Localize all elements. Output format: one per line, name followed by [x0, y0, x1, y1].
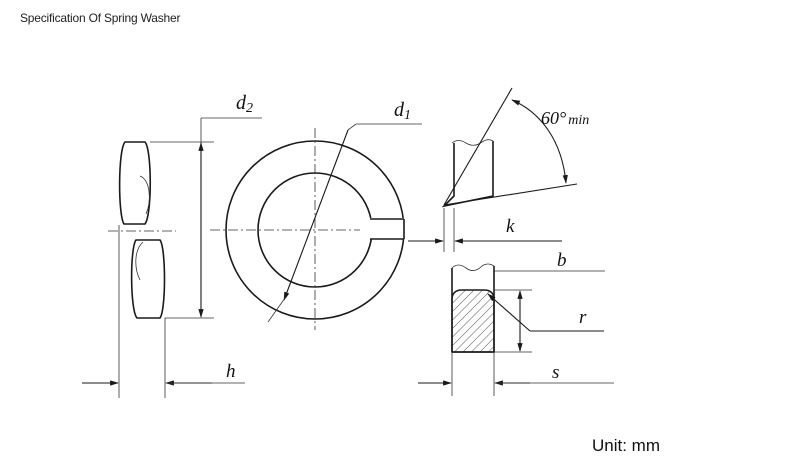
r-label: r [579, 307, 587, 328]
tip-detail [441, 87, 578, 208]
d2-label: d2 [236, 92, 253, 116]
s-label: s [552, 362, 559, 383]
d1-label: d1 [394, 99, 411, 123]
unit-label: Unit: mm [592, 436, 660, 455]
page-title: Specification Of Spring Washer [20, 11, 181, 25]
h-label: h [226, 361, 236, 382]
angle-label: 60°min [541, 108, 589, 128]
d2-dimension [150, 117, 262, 319]
k-dimension [408, 208, 562, 252]
front-view-ring [210, 123, 422, 330]
k-label: k [506, 216, 515, 237]
cross-section [418, 263, 614, 396]
b-label: b [557, 250, 567, 271]
side-view [82, 141, 245, 398]
